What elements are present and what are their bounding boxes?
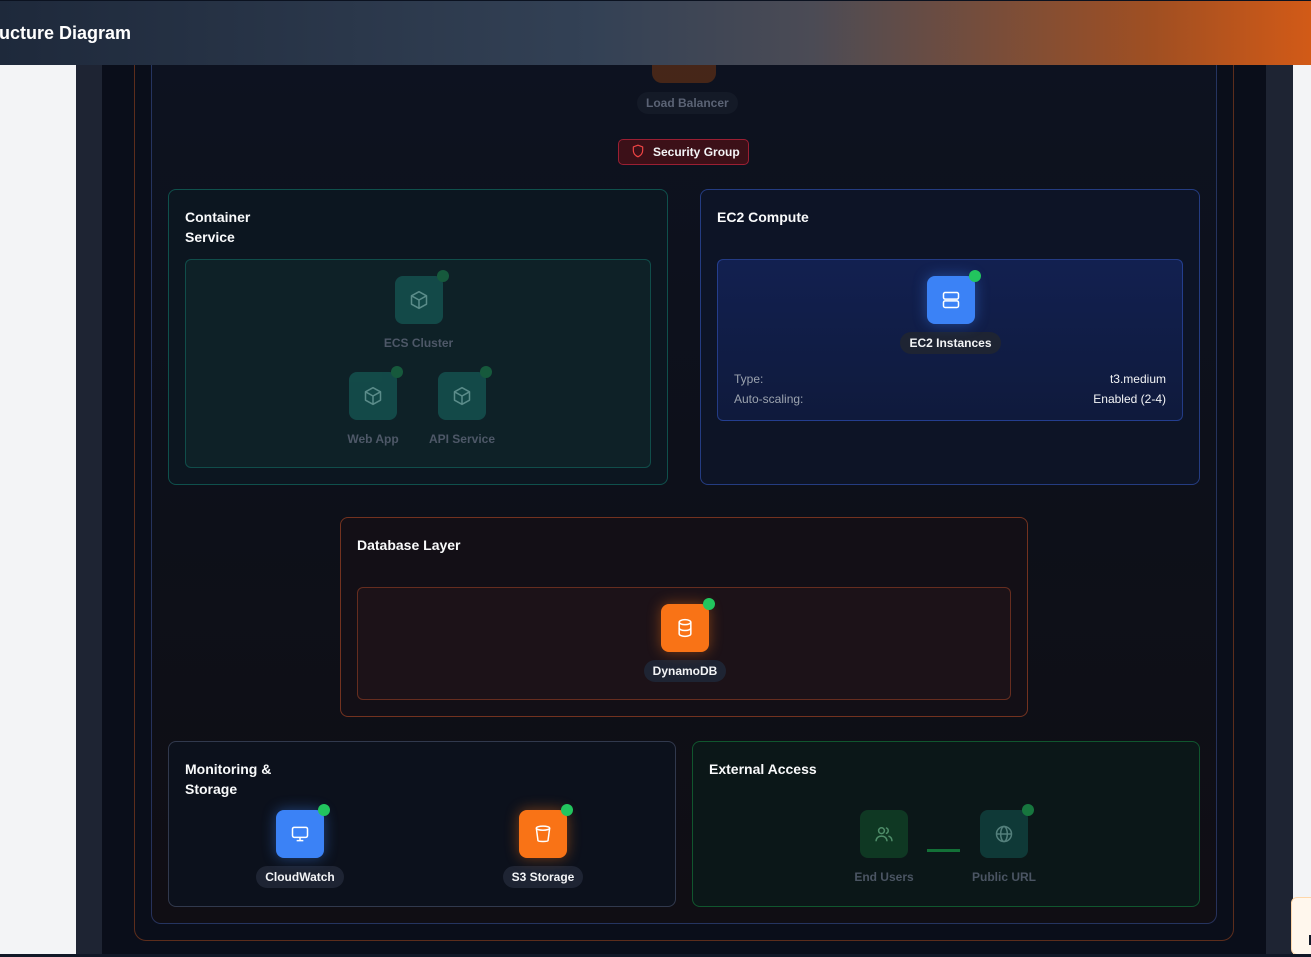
cube-icon xyxy=(349,366,403,420)
section-title: External Access xyxy=(709,761,817,777)
bucket-icon xyxy=(519,804,573,858)
ec2-compute-group: EC2 Instances Type: t3.medium Auto-scali… xyxy=(717,259,1183,421)
node-label: Public URL xyxy=(971,870,1036,884)
database-icon xyxy=(661,598,715,652)
status-dot xyxy=(391,366,403,378)
node-label: ECS Cluster xyxy=(383,336,454,350)
status-dot xyxy=(480,366,492,378)
monitoring-storage-section: Monitoring & Storage CloudWatch S3 Stora… xyxy=(168,741,676,907)
cube-icon xyxy=(394,270,449,324)
cube-icon xyxy=(438,366,492,420)
section-title: EC2 Compute xyxy=(717,209,809,225)
status-dot xyxy=(703,598,715,610)
monitor-icon xyxy=(276,804,330,858)
status-dot xyxy=(436,270,449,282)
status-dot xyxy=(968,270,981,282)
ec2-details: Type: t3.medium Auto-scaling: Enabled (2… xyxy=(734,369,1166,409)
api-service-node[interactable]: API Service xyxy=(412,366,512,450)
section-title: Database Layer xyxy=(357,537,461,553)
ec2-instances-node[interactable]: EC2 Instances xyxy=(894,270,1007,354)
detail-row: Type: t3.medium xyxy=(734,369,1166,389)
web-app-node[interactable]: Web App xyxy=(329,366,417,450)
node-label: End Users xyxy=(854,870,914,884)
node-label: API Service xyxy=(428,432,496,446)
connection-line xyxy=(927,849,960,852)
security-group-badge[interactable]: Security Group xyxy=(618,139,749,165)
database-layer-section: Database Layer DynamoDB xyxy=(340,517,1028,717)
globe-icon xyxy=(980,804,1034,858)
external-access-section: External Access End Users Public URL xyxy=(692,741,1200,907)
node-label: CloudWatch xyxy=(256,866,344,888)
load-balancer-label: Load Balancer xyxy=(637,92,738,114)
dynamodb-node[interactable]: DynamoDB xyxy=(635,598,735,682)
cloudwatch-node[interactable]: CloudWatch xyxy=(250,804,350,888)
right-side-panel xyxy=(1293,65,1311,957)
ec2-compute-section: EC2 Compute EC2 Instances Type: t3.mediu… xyxy=(700,189,1200,485)
status-dot xyxy=(318,804,330,816)
app-header: ructure Diagram xyxy=(0,0,1311,65)
end-users-node[interactable]: End Users xyxy=(834,810,934,888)
vpc-boundary xyxy=(134,65,1234,941)
node-label: DynamoDB xyxy=(643,660,727,682)
detail-key: Type: xyxy=(734,372,764,386)
node-label: Web App xyxy=(347,432,399,446)
node-label: S3 Storage xyxy=(502,866,584,888)
node-label: EC2 Instances xyxy=(900,332,1001,354)
s3-storage-node[interactable]: S3 Storage xyxy=(493,804,593,888)
server-icon xyxy=(926,270,981,324)
users-icon xyxy=(860,810,908,858)
ecs-cluster-node[interactable]: ECS Cluster xyxy=(362,270,475,354)
left-side-panel xyxy=(0,65,76,957)
status-dot xyxy=(1022,804,1034,816)
corner-notification[interactable] xyxy=(1291,897,1311,955)
container-service-section: Container Service ECS Cluster Web App xyxy=(168,189,668,485)
detail-key: Auto-scaling: xyxy=(734,392,804,406)
shield-icon xyxy=(631,144,645,161)
bottom-edge xyxy=(0,954,1311,957)
security-group-label: Security Group xyxy=(653,145,740,159)
container-service-group: ECS Cluster Web App API Service xyxy=(185,259,651,468)
section-title: Monitoring & Storage xyxy=(185,761,272,797)
diagram-canvas: Load Balancer Security Group Container S… xyxy=(102,65,1266,955)
detail-row: Auto-scaling: Enabled (2-4) xyxy=(734,389,1166,409)
status-dot xyxy=(561,804,573,816)
load-balancer-icon[interactable] xyxy=(652,65,716,83)
section-title: Container Service xyxy=(185,209,251,245)
detail-value: t3.medium xyxy=(1109,372,1166,386)
detail-value: Enabled (2-4) xyxy=(1093,392,1166,406)
page-title: ructure Diagram xyxy=(0,23,132,43)
database-layer-group: DynamoDB xyxy=(357,587,1011,700)
public-url-node[interactable]: Public URL xyxy=(954,804,1054,888)
